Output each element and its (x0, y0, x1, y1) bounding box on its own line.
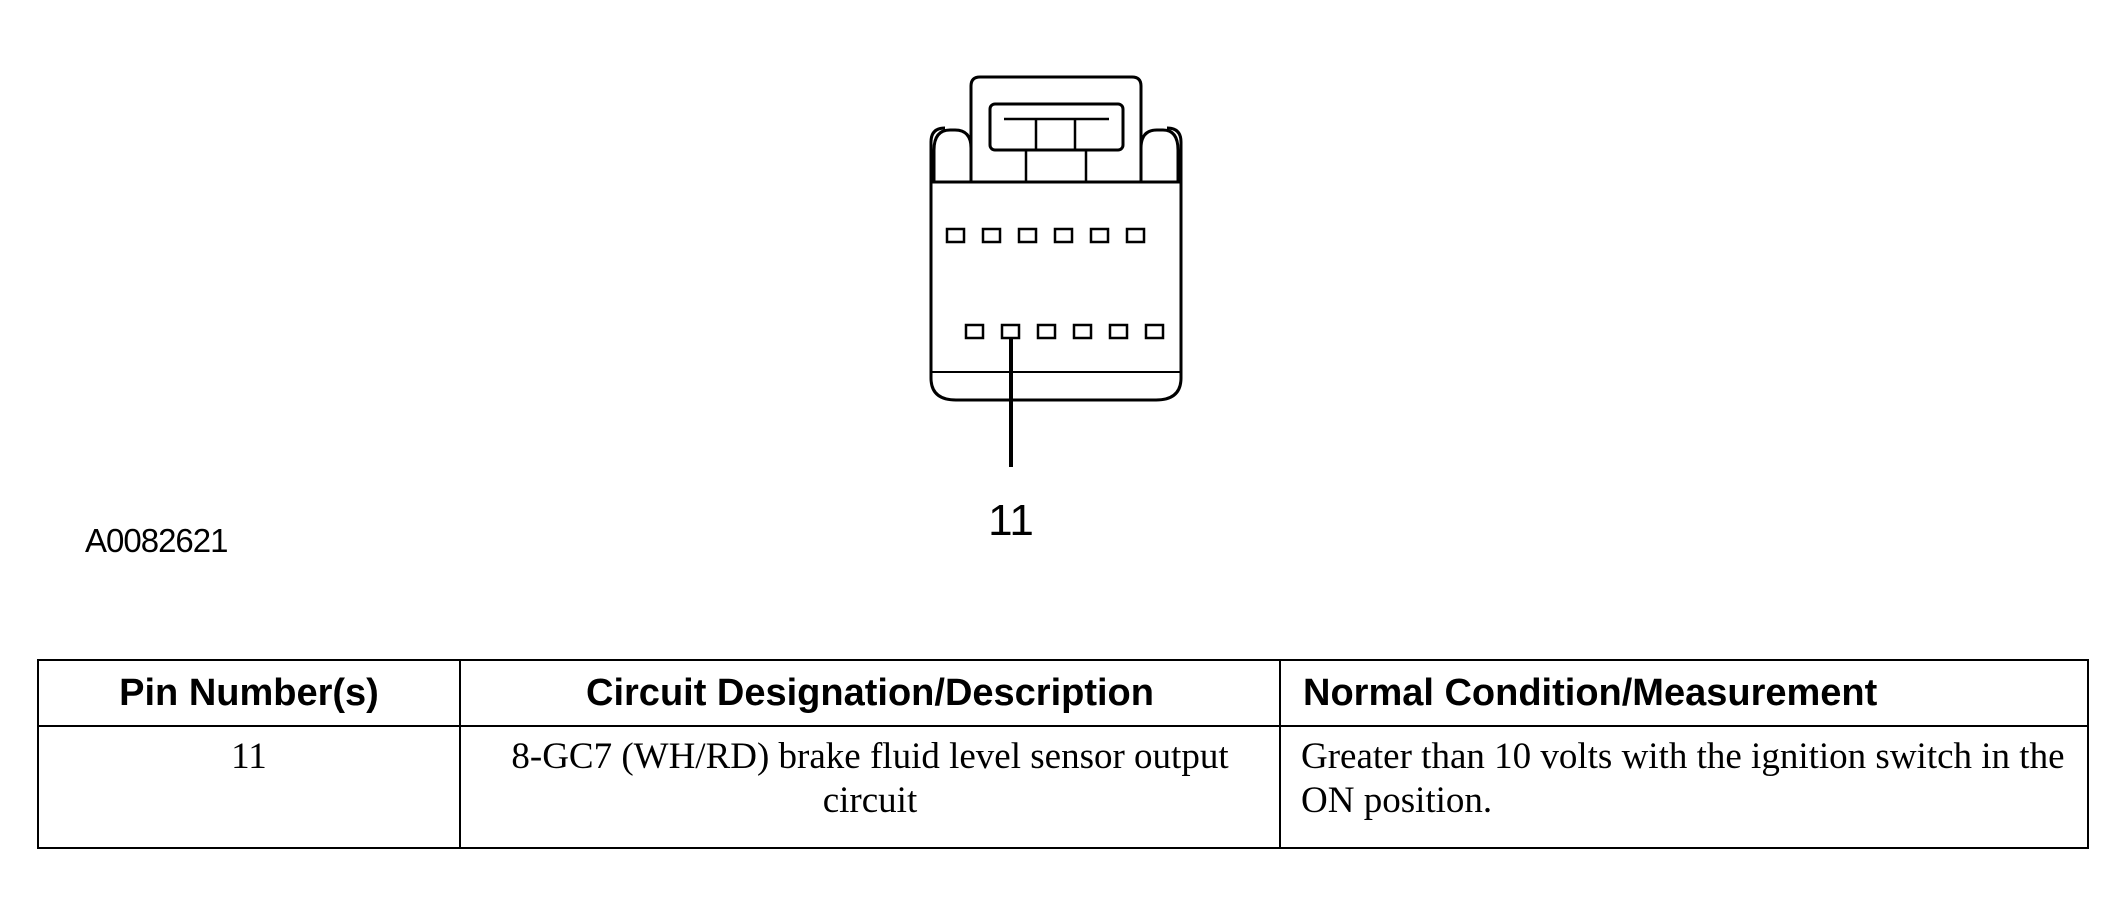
upper-row-cavity (1089, 227, 1110, 244)
cell-pin: 11 (37, 725, 461, 849)
pin-table: Pin Number(s) Circuit Designation/Descri… (37, 659, 2089, 849)
header-condition: Normal Condition/Measurement (1279, 659, 2089, 727)
lock-window (988, 102, 1125, 152)
lower-row-cavity (964, 323, 985, 340)
upper-row-cavity (1125, 227, 1146, 244)
header-circuit: Circuit Designation/Description (459, 659, 1281, 727)
connector-lock-tab (969, 75, 1143, 182)
connector-left-shoulder (932, 128, 973, 182)
figure-id: A0082621 (85, 522, 228, 559)
header-pin-number: Pin Number(s) (37, 659, 461, 727)
lower-row-cavity (1108, 323, 1129, 340)
lower-row-cavity (1036, 323, 1057, 340)
connector-body (929, 126, 1183, 402)
upper-row-cavity (1053, 227, 1074, 244)
table-row: 11 8-GC7 (WH/RD) brake fluid level senso… (37, 725, 2089, 849)
upper-row-cavity (981, 227, 1002, 244)
lower-row-cavity (1072, 323, 1093, 340)
table-header-row: Pin Number(s) Circuit Designation/Descri… (37, 659, 2089, 727)
upper-row-cavity (1017, 227, 1038, 244)
lower-row-cavity (1000, 323, 1021, 340)
pin-callout-label: 11 (988, 496, 1034, 545)
cell-circuit: 8-GC7 (WH/RD) brake fluid level sensor o… (459, 725, 1281, 849)
upper-row-cavity (945, 227, 966, 244)
connector-diagram: 11 (929, 75, 1183, 545)
cell-condition: Greater than 10 volts with the ignition … (1279, 725, 2089, 849)
connector-right-shoulder (1139, 128, 1180, 182)
lower-row-cavity (1144, 323, 1165, 340)
